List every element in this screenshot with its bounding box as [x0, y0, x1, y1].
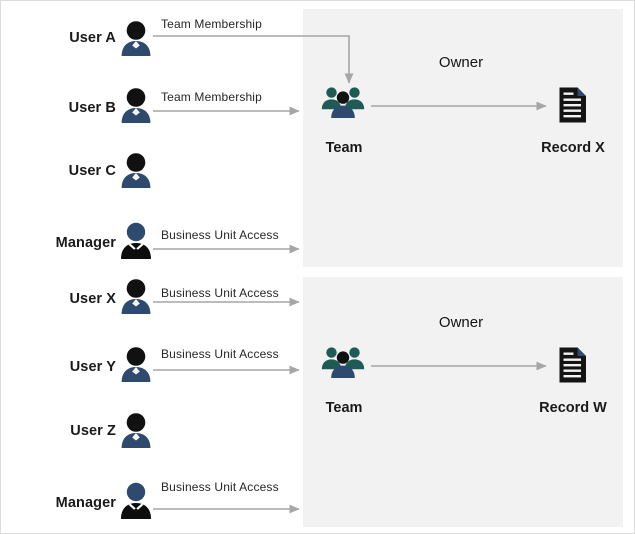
actor-label-user-y: User Y	[69, 359, 116, 375]
bottom-panel	[303, 277, 623, 527]
relation-label-owner-top: Owner	[438, 54, 484, 71]
relation-label-owner-bottom: Owner	[438, 314, 484, 331]
user-icon	[119, 411, 153, 451]
user-icon	[119, 345, 153, 385]
node-label-record-x: Record X	[541, 140, 605, 156]
edge-label-manager-bottom: Business Unit Access	[161, 480, 279, 494]
user-icon	[119, 86, 153, 126]
user-icon	[119, 19, 153, 59]
document-icon	[558, 86, 588, 124]
actor-label-user-x: User X	[69, 291, 116, 307]
actor-label-user-c: User C	[68, 163, 116, 179]
actor-label-manager-top: Manager	[55, 235, 116, 251]
node-label-team-bottom: Team	[325, 400, 363, 416]
actor-label-user-a: User A	[69, 30, 116, 46]
user-icon	[119, 277, 153, 317]
manager-icon	[118, 481, 154, 523]
edge-label-user-x: Business Unit Access	[161, 286, 279, 300]
edge-label-user-b: Team Membership	[161, 90, 262, 104]
top-panel	[303, 9, 623, 267]
team-icon	[321, 345, 365, 383]
edge-label-manager-top: Business Unit Access	[161, 228, 279, 242]
node-label-team-top: Team	[325, 140, 363, 156]
actor-label-manager-bottom: Manager	[55, 495, 116, 511]
user-icon	[119, 151, 153, 191]
manager-icon	[118, 221, 154, 263]
edge-label-user-a: Team Membership	[161, 17, 262, 31]
actor-label-user-b: User B	[68, 100, 116, 116]
team-icon	[321, 85, 365, 123]
edge-label-user-y: Business Unit Access	[161, 347, 279, 361]
document-icon	[558, 346, 588, 384]
actor-label-user-z: User Z	[70, 423, 116, 439]
node-label-record-w: Record W	[539, 400, 607, 416]
